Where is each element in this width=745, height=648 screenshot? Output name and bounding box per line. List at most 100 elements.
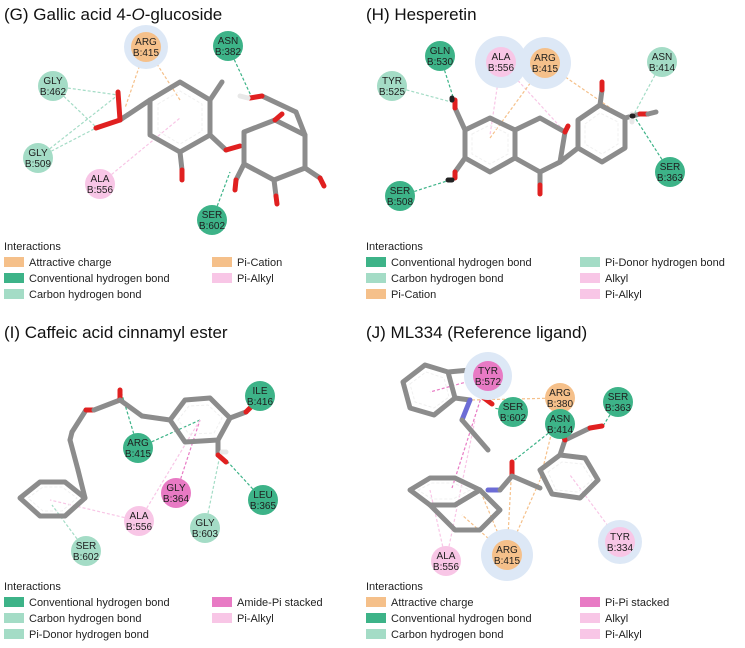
legend-label: Carbon hydrogen bond [29, 289, 142, 301]
residue-name: ARG [549, 388, 571, 399]
interaction-lines [37, 45, 671, 562]
legend-label: Alkyl [605, 273, 628, 285]
residue-bubble [473, 361, 503, 391]
molecule-g [93, 79, 327, 207]
residue-name: SER [660, 162, 681, 173]
residue-name: ARG [496, 545, 518, 556]
residue-name: ARG [127, 438, 149, 449]
residue-name: GLN [430, 46, 451, 57]
residue-name: ILE [252, 386, 267, 397]
residue-bubble [248, 485, 278, 515]
residue-bubble [245, 381, 275, 411]
interaction-line [211, 171, 231, 221]
residue-id: B:415 [125, 449, 152, 460]
legend-swatch [4, 597, 24, 607]
residue-bubble [377, 71, 407, 101]
residue-bubble [530, 48, 560, 78]
residue-bubble [38, 71, 68, 101]
residue-id: B:462 [40, 87, 67, 98]
residue-name: ALA [492, 52, 511, 63]
residue-bubble [23, 143, 53, 173]
interaction-line [506, 479, 541, 556]
residue-bubble [655, 157, 685, 187]
legend-swatch [366, 629, 386, 639]
molecule-i [17, 387, 259, 519]
legend-title: Interactions [366, 581, 423, 593]
legend-label: Pi-Donor hydrogen bond [605, 257, 725, 269]
residue-name: ASN [550, 414, 571, 425]
residue-bubble [431, 546, 461, 576]
legend-swatch [580, 629, 600, 639]
legend-label: Attractive charge [391, 597, 474, 609]
interaction-line [399, 179, 451, 197]
residue-name: SER [608, 392, 629, 403]
legend-swatch [366, 273, 386, 283]
residue-id: B:415 [532, 64, 559, 75]
legend-label: Carbon hydrogen bond [391, 629, 504, 641]
residue-name: SER [503, 402, 524, 413]
residue-bubble [131, 32, 161, 62]
legend-swatch [4, 629, 24, 639]
legend-swatch [580, 597, 600, 607]
residue-bubble [385, 181, 415, 211]
interaction-line [493, 407, 514, 413]
residue-layer: ARGB:415ASNB:382GLYB:462GLYB:509ALAB:556… [23, 25, 685, 581]
legend-swatch [366, 597, 386, 607]
residue-bubble [425, 41, 455, 71]
legend-label: Pi-Donor hydrogen bond [29, 629, 149, 641]
residue-bubble [190, 513, 220, 543]
legend-swatch [212, 273, 232, 283]
legend-swatch [580, 257, 600, 267]
residue-bubble [605, 527, 635, 557]
legend-swatch [366, 613, 386, 623]
legend-label: Attractive charge [29, 257, 112, 269]
interaction-line [51, 504, 87, 552]
residue-id: B:415 [133, 48, 160, 59]
residue-id: B:414 [649, 63, 676, 74]
residue-name: ASN [652, 52, 673, 63]
residue-name: TYR [610, 532, 630, 543]
residue-name: ALA [437, 551, 456, 562]
residue-bubble [492, 540, 522, 570]
residue-id: B:556 [488, 63, 515, 74]
panel-i-title: (I) Caffeic acid cinnamyl ester [4, 323, 228, 342]
residue-bubble [213, 31, 243, 61]
legend-swatch [580, 289, 600, 299]
legend-title: Interactions [366, 241, 423, 253]
interaction-line [227, 45, 253, 99]
legend-label: Conventional hydrogen bond [29, 597, 170, 609]
interaction-line [99, 117, 181, 185]
legend-label: Pi-Pi stacked [605, 597, 669, 609]
residue-name: ARG [534, 53, 556, 64]
residue-name: LEU [253, 490, 272, 501]
residue-id: B:365 [250, 501, 277, 512]
legend-label: Carbon hydrogen bond [29, 613, 142, 625]
residue-bubble [124, 506, 154, 536]
residue-id: B:363 [657, 173, 684, 184]
residue-name: ALA [130, 511, 149, 522]
residue-id: B:603 [192, 529, 219, 540]
interaction-line [439, 55, 456, 104]
residue-bubble [647, 47, 677, 77]
